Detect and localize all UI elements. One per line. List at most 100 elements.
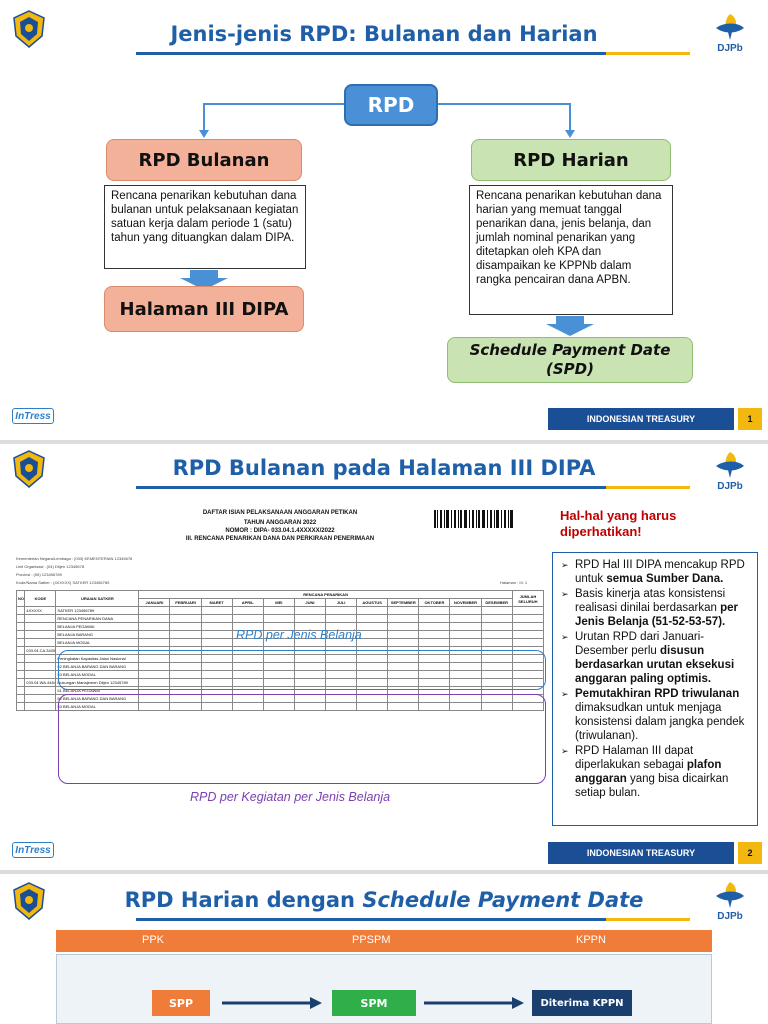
note-item: RPD Halaman III dapat diperlakukan sebag… bbox=[561, 744, 751, 800]
table-cell bbox=[200, 614, 233, 623]
table-cell bbox=[15, 646, 26, 655]
doc-title-1: DAFTAR ISIAN PELAKSANAAN ANGGARAN PETIKA… bbox=[202, 510, 358, 516]
spd-line-2: (SPD) bbox=[546, 360, 594, 378]
table-cell bbox=[169, 630, 202, 639]
table-cell bbox=[418, 622, 451, 631]
table-cell bbox=[15, 638, 26, 647]
table-cell bbox=[511, 622, 545, 631]
table-cell bbox=[200, 606, 233, 615]
djpb-logo: DJPb bbox=[710, 880, 750, 922]
table-header-month: JULI bbox=[325, 598, 358, 607]
slide-3: RPD Harian dengan Schedule Payment Date … bbox=[0, 874, 768, 1024]
table-cell bbox=[418, 630, 451, 639]
slide-separator bbox=[0, 870, 768, 874]
table-cell bbox=[169, 622, 202, 631]
table-cell: 4XXXXX bbox=[24, 606, 57, 615]
doc-halaman-label: Halaman : III. 1 bbox=[500, 580, 528, 585]
table-cell bbox=[24, 622, 57, 631]
table-cell bbox=[138, 606, 171, 615]
table-cell bbox=[138, 622, 171, 631]
table-cell bbox=[15, 662, 26, 671]
doc-title-4: III. RENCANA PENARIKAN DANA DAN PERKIRAA… bbox=[185, 536, 375, 542]
annot-rpd-per-kegiatan: RPD per Kegiatan per Jenis Belanja bbox=[190, 790, 391, 804]
title-underline-gold bbox=[606, 918, 690, 921]
djpb-logo-text: DJPb bbox=[717, 43, 743, 54]
table-cell: BELANJA MODAL bbox=[55, 638, 140, 647]
table-header-month: JUNI bbox=[293, 598, 327, 607]
intress-logo: InTress bbox=[12, 408, 54, 424]
table-cell bbox=[138, 630, 171, 639]
title-underline-blue bbox=[136, 918, 606, 921]
doc-meta-1: Kementerian Negara/Lembaga : (033) KEMEN… bbox=[16, 556, 133, 561]
note-item: RPD Hal III DIPA mencakup RPD untuk semu… bbox=[561, 558, 751, 586]
table-cell: 033.04.CA.3405 bbox=[24, 646, 57, 655]
note-text: yang bisa dicairkan setiap bulan. bbox=[575, 773, 729, 799]
barcode-icon bbox=[434, 510, 513, 528]
note-text: RPD Halaman III dapat diperlakukan sebag… bbox=[575, 745, 694, 771]
doc-meta-2: Unit Organisasi : (04) Ditjen 12345678 bbox=[16, 564, 85, 569]
notes-heading: Hal-hal yang harus diperhatikan! bbox=[560, 508, 677, 539]
djpb-logo-text: DJPb bbox=[717, 911, 743, 922]
table-cell bbox=[15, 702, 26, 711]
table-cell bbox=[15, 614, 26, 623]
table-cell bbox=[24, 638, 57, 647]
table-cell bbox=[511, 614, 545, 623]
table-cell: SATKER 123456789 bbox=[55, 606, 140, 615]
note-emphasis: disusun berdasarkan urutan eksekusi angg… bbox=[575, 645, 735, 685]
table-cell bbox=[293, 606, 327, 615]
slide-1: Jenis-jenis RPD: Bulanan dan Harian DJPb… bbox=[0, 0, 768, 440]
table-header-kode: KODE bbox=[24, 590, 57, 607]
kemenkeu-logo-icon bbox=[13, 10, 45, 48]
annot-rpd-per-jenis-belanja: RPD per Jenis Belanja bbox=[236, 628, 362, 642]
table-cell bbox=[24, 654, 57, 663]
table-header-rencana: RENCANA PENARIKAN bbox=[138, 590, 513, 599]
table-cell bbox=[200, 622, 233, 631]
table-header-month: NOVEMBER bbox=[449, 598, 482, 607]
table-header-month: MARET bbox=[200, 598, 233, 607]
table-cell bbox=[325, 614, 358, 623]
notes-list: RPD Hal III DIPA mencakup RPD untuk semu… bbox=[552, 552, 758, 826]
note-item: Basis kinerja atas konsistensi realisasi… bbox=[561, 587, 751, 629]
slide-separator bbox=[0, 440, 768, 444]
note-text: Basis kinerja atas konsistensi realisasi… bbox=[575, 588, 726, 614]
table-header-month: MEI bbox=[262, 598, 295, 607]
rpd-table: NO KODE URAIAN SATKER RENCANA PENARIKAN … bbox=[15, 590, 545, 711]
table-cell bbox=[15, 694, 26, 703]
table-cell bbox=[325, 606, 358, 615]
rpd-harian-box: RPD Harian bbox=[471, 139, 671, 181]
djpb-logo-icon bbox=[716, 882, 744, 908]
table-cell bbox=[15, 606, 26, 615]
table-cell bbox=[418, 614, 451, 623]
table-cell bbox=[231, 614, 264, 623]
title-underline-blue bbox=[136, 486, 606, 489]
intress-logo: InTress bbox=[12, 842, 54, 858]
table-cell: RENCANA PENARIKAN DANA bbox=[55, 614, 140, 623]
table-cell bbox=[24, 702, 57, 711]
table-cell bbox=[449, 638, 482, 647]
note-emphasis: plafon anggaran bbox=[575, 759, 722, 785]
table-cell bbox=[511, 606, 545, 615]
halaman-iii-dipa-box: Halaman III DIPA bbox=[104, 286, 304, 332]
table-cell bbox=[480, 622, 513, 631]
table-cell bbox=[262, 606, 295, 615]
table-cell bbox=[169, 606, 202, 615]
page-number: 2 bbox=[738, 842, 762, 864]
table-row: RENCANA PENARIKAN DANA bbox=[15, 614, 545, 623]
djpb-logo-icon bbox=[716, 14, 744, 40]
table-cell bbox=[24, 694, 57, 703]
table-cell bbox=[24, 630, 57, 639]
flow-arrows bbox=[222, 997, 524, 1009]
table-cell bbox=[262, 614, 295, 623]
table-header-jumlah: JUMLAH SELURUH bbox=[511, 590, 545, 607]
table-cell bbox=[480, 630, 513, 639]
slide-3-title-plain: RPD Harian dengan bbox=[124, 888, 363, 912]
title-underline-gold bbox=[606, 52, 690, 55]
table-cell bbox=[24, 670, 57, 679]
doc-meta-3: Provinsi : (06) 123456789 bbox=[16, 572, 62, 577]
slide-3-title: RPD Harian dengan Schedule Payment Date bbox=[0, 888, 768, 912]
process-header-bar: PPK PPSPM KPPN bbox=[56, 930, 712, 952]
note-emphasis: Pemutakhiran RPD triwulanan bbox=[575, 688, 740, 700]
flow-spp: SPP bbox=[152, 990, 210, 1016]
